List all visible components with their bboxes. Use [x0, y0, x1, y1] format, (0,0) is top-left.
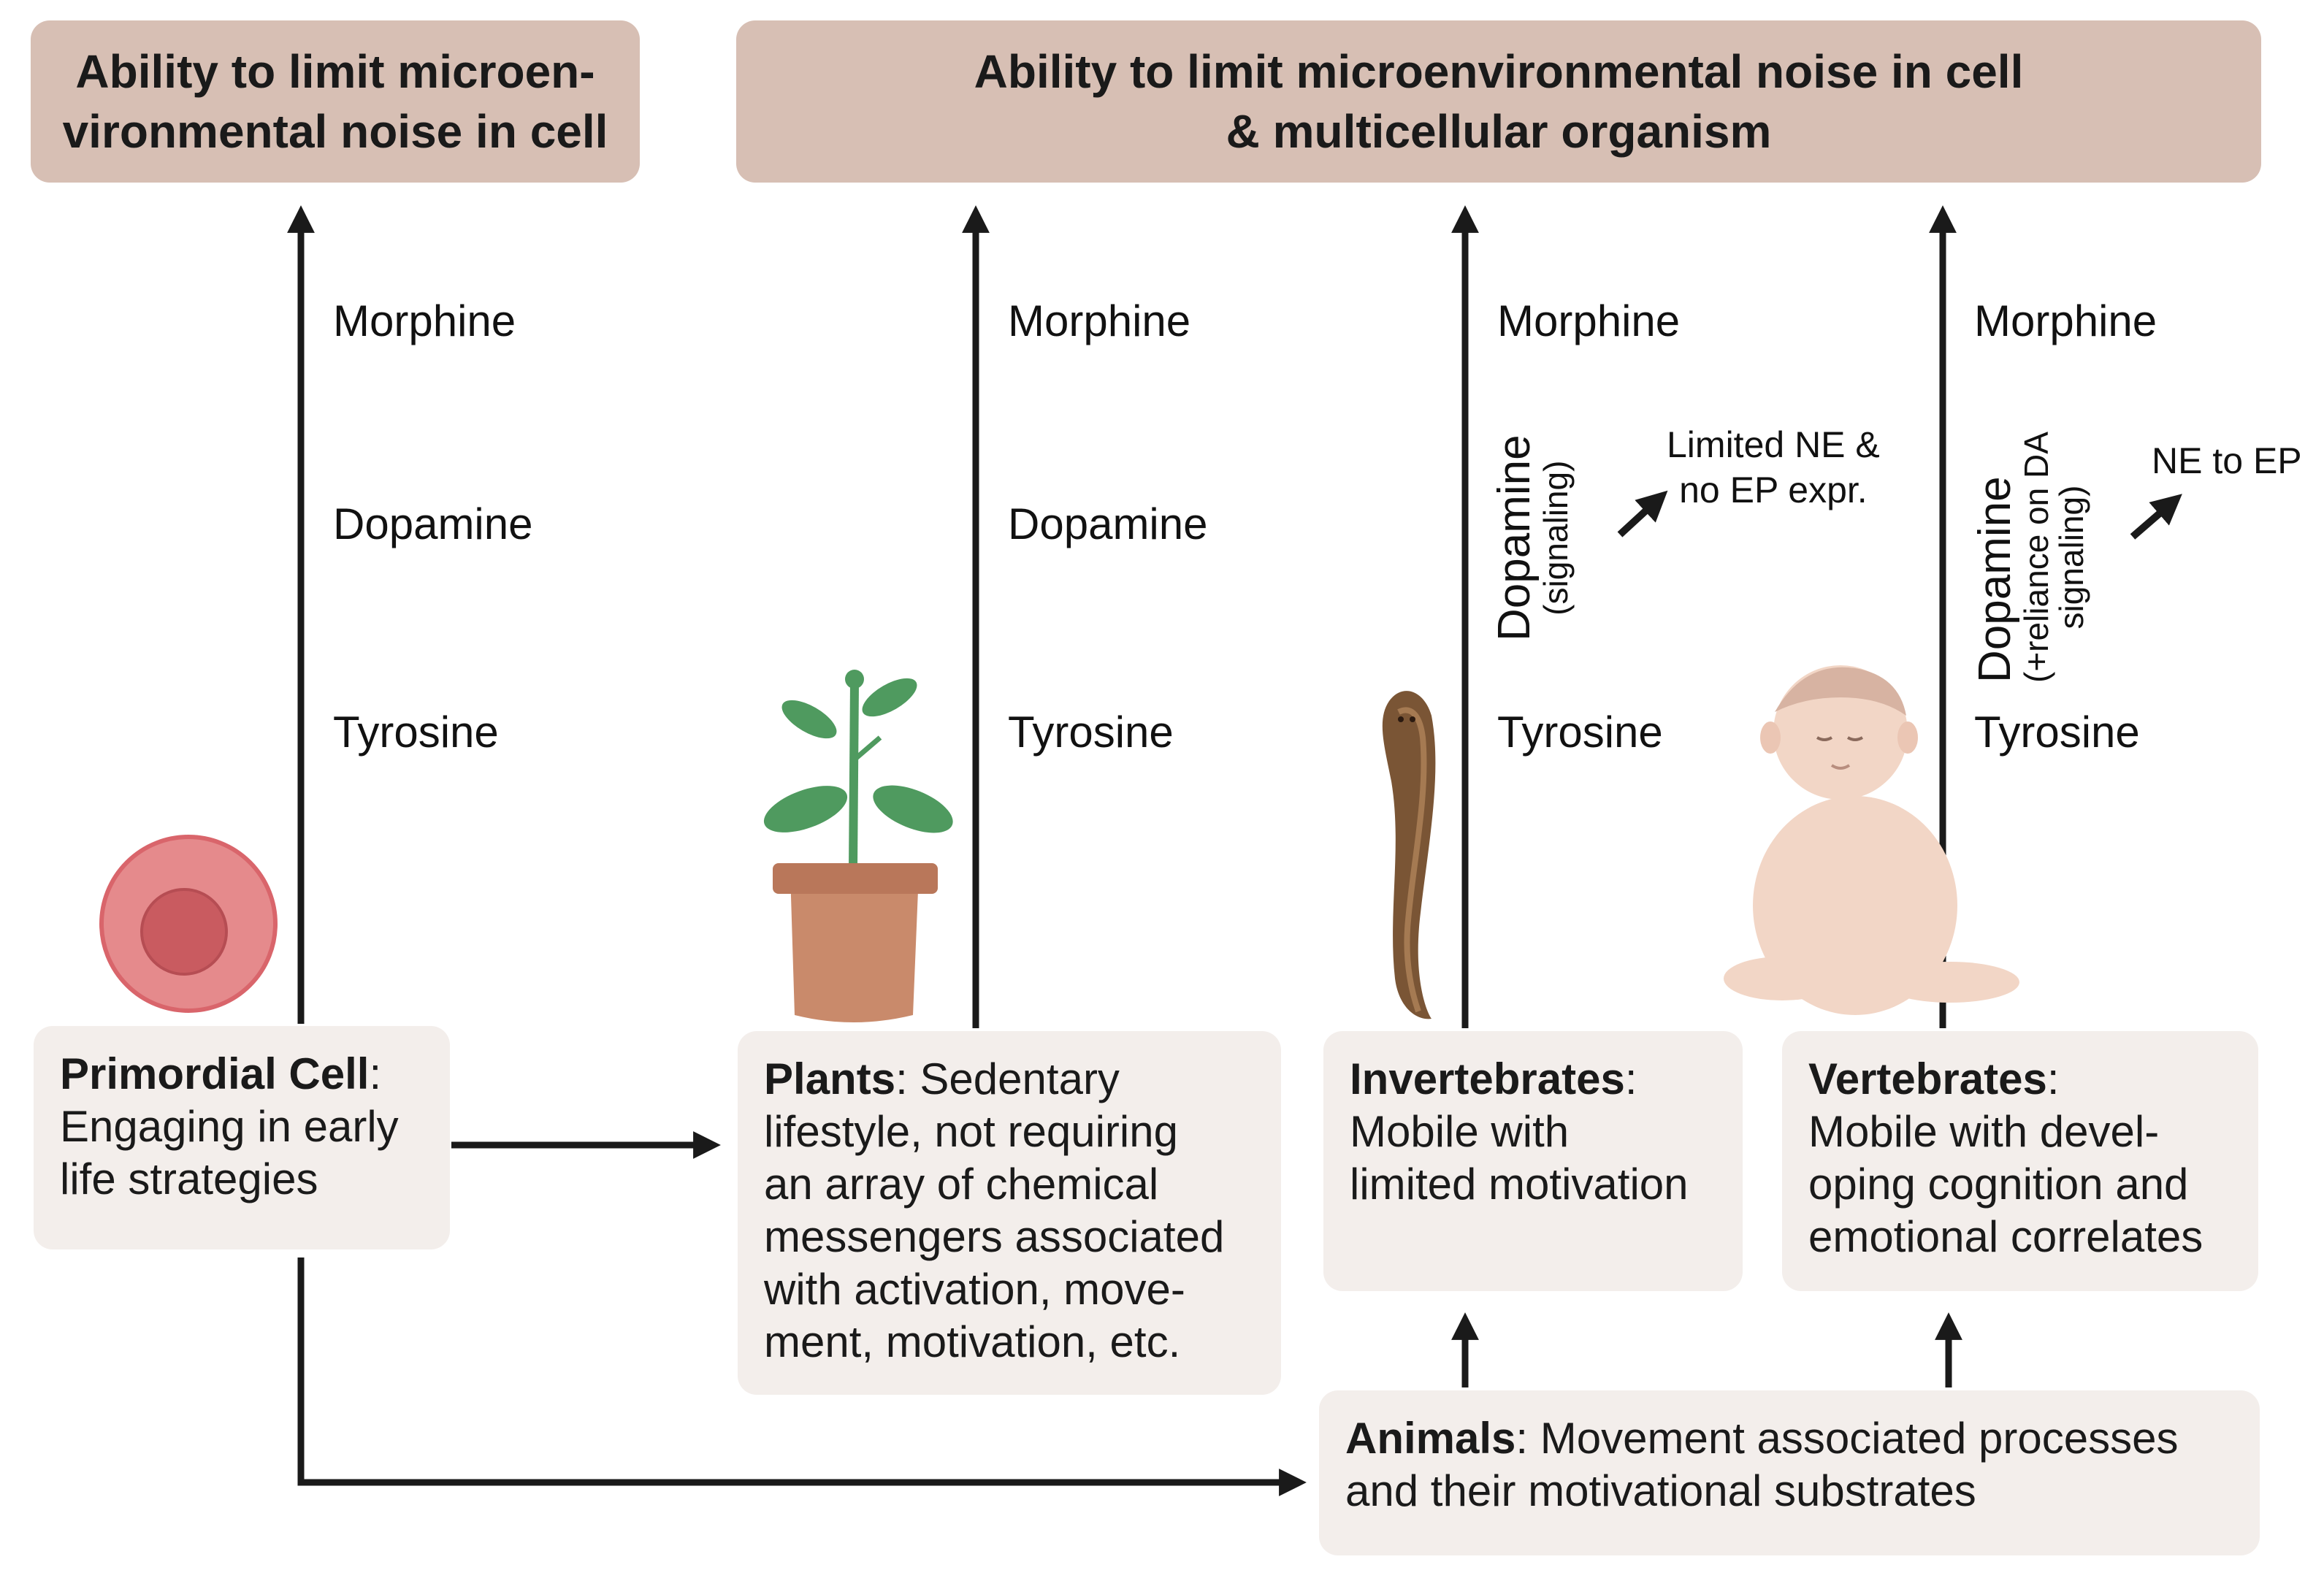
card-primordial-sep: :	[369, 1049, 382, 1098]
card-vertebrates-sep: :	[2046, 1054, 2060, 1103]
baby-icon	[1724, 665, 2019, 1015]
vertebrates-ne-note: NE to EP	[2152, 440, 2302, 481]
arrow-vertebrates-ne	[2130, 494, 2182, 540]
card-invertebrates-sep: :	[1624, 1054, 1637, 1103]
header-multicellular-line-1: Ability to limit microenvironmental nois…	[974, 45, 2024, 98]
primordial-dopamine-label: Dopamine	[333, 499, 533, 548]
card-animals-title: Animals	[1345, 1414, 1516, 1463]
card-vertebrates-line-3: emotional correlates	[1808, 1212, 2203, 1261]
invertebrates-tyrosine-label: Tyrosine	[1497, 708, 1663, 757]
plants-morphine-label: Morphine	[1008, 296, 1191, 345]
card-plants: Plants: Sedentary lifestyle, not requiri…	[738, 1031, 1281, 1395]
card-vertebrates-title: Vertebrates	[1808, 1054, 2047, 1103]
vertebrates-tyrosine-label: Tyrosine	[1974, 708, 2140, 757]
invertebrates-ne-note-line-2: no EP expr.	[1679, 470, 1868, 510]
card-invertebrates-title: Invertebrates	[1350, 1054, 1625, 1103]
cell-icon	[99, 835, 278, 1013]
plant-icon	[763, 670, 953, 1022]
card-animals-line-1: and their motivational substrates	[1345, 1466, 1976, 1515]
card-plants-line-3: messengers associated	[764, 1212, 1225, 1261]
header-cell-line-1: Ability to limit microen-	[75, 45, 595, 98]
header-multicellular: Ability to limit microenvironmental nois…	[736, 20, 2261, 183]
card-primordial-line-1: Engaging in early	[60, 1102, 399, 1151]
card-animals-sep: : Movement associated processes	[1515, 1414, 2179, 1463]
card-plants-line-2: an array of chemical	[764, 1160, 1159, 1209]
plants-dopamine-label: Dopamine	[1008, 499, 1208, 548]
invertebrates-ne-note: Limited NE & no EP expr.	[1667, 422, 1880, 513]
invertebrates-morphine-label: Morphine	[1497, 296, 1681, 345]
card-invertebrates: Invertebrates: Mobile with limited motiv…	[1323, 1031, 1743, 1291]
card-plants-line-1: lifestyle, not requiring	[764, 1107, 1178, 1156]
card-vertebrates-line-2: oping cognition and	[1808, 1160, 2189, 1209]
card-plants-sep: : Sedentary	[895, 1054, 1120, 1103]
card-invertebrates-line-1: Mobile with	[1350, 1107, 1570, 1156]
arrow-primordial-to-animals	[297, 1257, 1307, 1496]
card-animals: Animals: Movement associated processes a…	[1319, 1390, 2260, 1555]
vertebrates-morphine-label: Morphine	[1974, 296, 2157, 345]
card-plants-title: Plants	[764, 1054, 896, 1103]
plants-tyrosine-label: Tyrosine	[1008, 708, 1174, 757]
invertebrates-ne-note-line-1: Limited NE &	[1667, 424, 1880, 465]
card-primordial-title: Primordial Cell	[60, 1049, 370, 1098]
primordial-morphine-label: Morphine	[333, 296, 516, 345]
primordial-tyrosine-label: Tyrosine	[333, 708, 499, 757]
card-plants-line-5: ment, motivation, etc.	[764, 1317, 1181, 1366]
header-multicellular-line-2: & multicellular organism	[1226, 105, 1772, 158]
arrow-invertebrates-ne	[1617, 490, 1668, 537]
card-primordial-cell: Primordial Cell: Engaging in early life …	[34, 1026, 450, 1249]
card-plants-line-4: with activation, move-	[764, 1265, 1185, 1314]
header-cell: Ability to limit microen- vironmental no…	[31, 20, 640, 183]
header-cell-line-2: vironmental noise in cell	[62, 105, 608, 158]
card-invertebrates-line-2: limited motivation	[1350, 1160, 1689, 1209]
card-vertebrates-line-1: Mobile with devel-	[1808, 1107, 2160, 1156]
flatworm-icon	[1382, 691, 1436, 1019]
card-vertebrates: Vertebrates: Mobile with devel- oping co…	[1782, 1031, 2258, 1291]
card-primordial-line-2: life strategies	[60, 1155, 318, 1203]
